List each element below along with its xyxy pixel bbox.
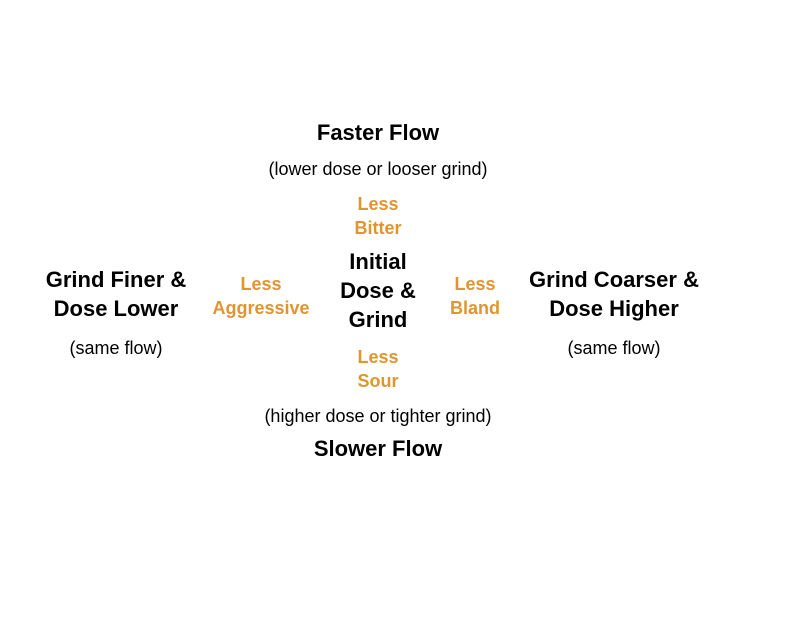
grind-finer-title: Grind Finer & Dose Lower xyxy=(0,265,266,323)
less-aggressive-label: Less Aggressive xyxy=(111,272,411,320)
taste-line: Aggressive xyxy=(212,298,310,318)
title-line: Dose Lower xyxy=(53,296,179,321)
center-line: Initial xyxy=(349,249,407,274)
taste-line: Less xyxy=(454,274,496,294)
slower-flow-title: Slower Flow xyxy=(313,436,443,461)
taste-line: Less xyxy=(240,274,282,294)
taste-line: Bland xyxy=(449,298,500,318)
title-line: Grind Coarser & xyxy=(529,267,699,292)
grind-finer-subtitle: (same flow) xyxy=(69,338,163,358)
grind-coarser-subtitle: (same flow) xyxy=(567,338,661,358)
grind-coarser-title: Grind Coarser & Dose Higher xyxy=(464,265,764,323)
slower-flow-subtitle: (higher dose or tighter grind) xyxy=(264,406,492,426)
title-line: Dose Higher xyxy=(549,296,679,321)
faster-flow-title: Faster Flow xyxy=(316,120,440,145)
center-line: Dose & xyxy=(340,278,416,303)
taste-line: Less xyxy=(357,194,399,214)
taste-line: Sour xyxy=(357,371,399,391)
less-sour-label: Less Sour xyxy=(228,345,528,393)
taste-line: Less xyxy=(357,347,399,367)
less-bitter-label: Less Bitter xyxy=(228,192,528,240)
less-bland-label: Less Bland xyxy=(325,272,625,320)
faster-flow-subtitle: (lower dose or looser grind) xyxy=(268,159,488,179)
title-line: Grind Finer & xyxy=(45,267,187,292)
center-line: Grind xyxy=(348,307,408,332)
taste-line: Bitter xyxy=(354,218,402,238)
initial-dose-grind: Initial Dose & Grind xyxy=(228,247,528,334)
